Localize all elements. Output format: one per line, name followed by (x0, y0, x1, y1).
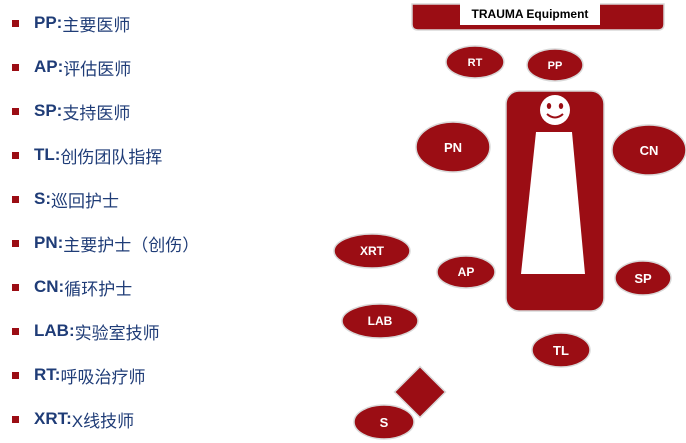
legend-item-ap: AP: 评估医师 (12, 52, 131, 82)
bullet-icon (12, 283, 19, 291)
equipment-bar: TRAUMA Equipment (411, 3, 665, 31)
legend-item-pn: PN: 主要护士（创伤） (12, 228, 199, 258)
node-label: LAB (368, 314, 393, 328)
node-ap: AP (436, 255, 496, 289)
bullet-icon (12, 19, 19, 27)
legend-item-tl: TL: 创伤团队指挥 (12, 140, 162, 170)
legend-abbr: S: (34, 189, 51, 208)
legend-abbr: TL: (34, 145, 61, 164)
legend-item-sp: SP: 支持医师 (12, 96, 130, 126)
node-lab: LAB (341, 303, 419, 339)
legend-item-pp: PP: 主要医师 (12, 8, 130, 38)
legend-item-cn: CN: 循环护士 (12, 272, 132, 302)
legend-abbr: RT: (34, 365, 61, 384)
node-label: PN (444, 140, 462, 155)
equipment-label-box (460, 3, 600, 25)
supply-cart (393, 365, 447, 419)
legend-abbr: LAB: (34, 321, 75, 340)
legend-desc: 呼吸治疗师 (60, 367, 146, 387)
legend-abbr: XRT: (34, 409, 72, 428)
legend-item-rt: RT: 呼吸治疗师 (12, 360, 145, 390)
node-label: AP (458, 265, 475, 279)
bullet-icon (12, 327, 19, 335)
bullet-icon (12, 151, 19, 159)
role-legend: PP: 主要医师 AP: 评估医师 SP: 支持医师 TL: 创伤团队指挥 S:… (0, 0, 330, 443)
node-pp: PP (526, 48, 584, 82)
legend-item-xrt: XRT: X线技师 (12, 404, 134, 434)
legend-desc: 循环护士 (64, 279, 133, 299)
node-tl: TL (531, 332, 591, 368)
legend-abbr: SP: (34, 101, 63, 120)
bullet-icon (12, 107, 19, 115)
node-label: CN (640, 143, 659, 158)
legend-desc: 创伤团队指挥 (60, 147, 163, 167)
node-label: PP (548, 60, 563, 72)
legend-abbr: PN: (34, 233, 64, 252)
legend-desc: X线技师 (71, 411, 135, 431)
legend-abbr: CN: (34, 277, 65, 296)
legend-desc: 巡回护士 (51, 191, 119, 211)
patient-bed (505, 90, 605, 312)
node-label: SP (634, 271, 652, 286)
node-pn: PN (415, 121, 491, 173)
node-cn: CN (611, 124, 686, 176)
legend-desc: 实验室技师 (74, 323, 160, 343)
node-label: RT (468, 57, 483, 69)
node-label: TL (553, 343, 569, 358)
legend-desc: 评估医师 (63, 59, 132, 79)
legend-abbr: PP: (34, 13, 63, 32)
node-s: S (353, 404, 415, 440)
legend-desc: 支持医师 (62, 103, 131, 123)
bullet-icon (12, 195, 19, 203)
node-xrt: XRT (333, 233, 411, 269)
legend-desc: 主要护士（创伤） (63, 235, 200, 255)
equipment-label: TRAUMA Equipment (472, 7, 589, 21)
legend-desc: 主要医师 (62, 15, 131, 35)
legend-item-s: S: 巡回护士 (12, 184, 119, 214)
node-label: XRT (360, 244, 385, 258)
patient-body-outline (521, 132, 585, 274)
legend-abbr: AP: (34, 57, 64, 76)
bullet-icon (12, 415, 19, 423)
bullet-icon (12, 371, 19, 379)
node-sp: SP (614, 260, 672, 296)
legend-item-lab: LAB: 实验室技师 (12, 316, 160, 346)
node-rt: RT (445, 45, 505, 79)
bullet-icon (12, 63, 19, 71)
node-label: S (380, 415, 389, 430)
patient-face-icon (540, 95, 570, 125)
bullet-icon (12, 239, 19, 247)
